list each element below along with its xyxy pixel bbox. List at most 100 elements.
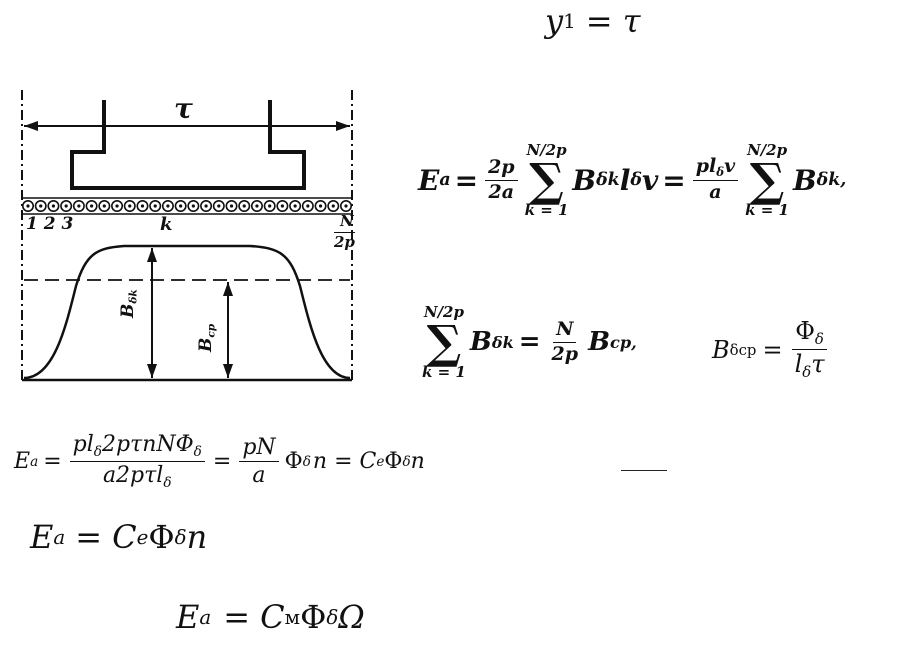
conductor-dot — [318, 204, 323, 208]
n-symbol: n — [410, 449, 425, 475]
b-symbol: B — [712, 335, 730, 364]
phi-subscript: δ — [326, 605, 339, 629]
b-term-2: B — [792, 163, 817, 197]
n-symbol: n — [186, 518, 208, 556]
winding-diagram-svg — [21, 90, 353, 384]
conductor-circle — [263, 200, 276, 213]
conductor-circle — [187, 200, 200, 213]
b-term-2-subscript: δk, — [816, 170, 847, 190]
conductor-circle — [276, 200, 289, 213]
conductor-dot — [140, 204, 145, 208]
phi-symbol: Φ — [284, 449, 303, 475]
conductor-circle — [238, 200, 251, 213]
equals-sign-2: = — [212, 449, 232, 475]
fraction-denominator: lδτ — [792, 350, 828, 381]
equals-sign: = — [762, 335, 783, 364]
b-cp-label: Bcp — [196, 324, 218, 352]
fraction-numerator: plδ2pτnNΦδ — [69, 432, 205, 463]
phi-subscript-2: δ — [402, 453, 411, 470]
conductor-dot — [331, 204, 335, 208]
den-part-a: a2pτl — [102, 463, 164, 489]
conductor-dot — [128, 204, 132, 208]
n-label: N — [340, 212, 354, 230]
conductor-dot — [268, 204, 272, 208]
conductor-dot — [280, 204, 284, 208]
emf-symbol: E — [176, 598, 200, 636]
sum-lower-limit: k = 1 — [745, 201, 789, 219]
formula-y1-equals-tau: y 1 = τ — [545, 2, 640, 40]
conductor-circle — [47, 200, 60, 213]
omega-symbol: Ω — [338, 598, 365, 636]
conductor-dot — [39, 204, 43, 208]
sum-lower-limit: k = 1 — [422, 363, 466, 381]
n-equals-c: n = C — [312, 449, 377, 475]
conductor-numbers-label: 1 2 3 — [26, 214, 74, 234]
b-term-subscript: δk — [491, 332, 514, 352]
emf-subscript: a — [199, 605, 212, 629]
fraction-numerator: pN — [239, 435, 279, 463]
conductor-circle — [136, 200, 149, 213]
equals-sign: = — [454, 163, 479, 197]
fraction-phi-l-tau: Φδ lδτ — [792, 317, 828, 382]
v-term: v — [641, 163, 659, 197]
b-term: B — [469, 327, 492, 357]
conductor-dot — [306, 204, 310, 208]
conductor-dot — [217, 204, 221, 208]
winding-flux-figure: τ 1 2 3 k N 2p Bδk Bcp — [14, 86, 364, 396]
fraction-numerator: plδv — [692, 154, 739, 182]
conductor-dot — [90, 204, 94, 208]
two-p-label: 2p — [334, 232, 355, 251]
l-subscript: δ — [802, 363, 812, 382]
b-delta-k-subscript: δk — [127, 289, 140, 304]
conductor-dot — [242, 204, 246, 208]
sum-upper-limit: N/2p — [746, 141, 788, 159]
conductor-dot — [179, 204, 183, 208]
b-average: B — [588, 327, 611, 357]
conductor-circle — [212, 200, 225, 213]
conductor-dot — [51, 204, 56, 208]
fraction-2p-2a: 2p 2a — [485, 156, 518, 204]
conductor-dot — [77, 204, 81, 208]
num-part-b: 2pτnNΦ — [101, 432, 194, 457]
fraction-denominator: a2pτlδ — [100, 462, 175, 491]
conductor-dot — [293, 204, 297, 208]
fraction-pl-v-a: plδv a — [692, 154, 739, 205]
numerator-v: v — [724, 154, 736, 177]
num-sub-1: δ — [93, 443, 102, 460]
tau-symbol: τ — [811, 350, 825, 379]
num-part-a: pl — [72, 432, 94, 457]
num-sub-2: δ — [193, 443, 202, 460]
fraction-denominator: a — [709, 181, 722, 204]
k-label: k — [160, 214, 173, 235]
conductor-dot — [191, 204, 195, 208]
equals-sign: = — [518, 327, 541, 357]
sum-upper-limit: N/2p — [423, 303, 464, 321]
phi-subscript: δ — [174, 525, 187, 549]
phi-symbol: Φ — [300, 598, 327, 636]
fraction-denominator: a — [252, 463, 266, 489]
conductor-circle — [339, 200, 352, 213]
conductor-circle — [289, 200, 302, 213]
equals-tau: = τ — [585, 2, 641, 40]
l-term: l — [619, 163, 631, 197]
fraction-denominator: 2p — [551, 342, 579, 365]
conductor-circle — [22, 200, 34, 213]
fraction-numerator: 2p — [485, 156, 518, 181]
conductor-dot — [204, 204, 208, 208]
sum-upper-limit: N/2p — [526, 141, 567, 159]
conductor-circle — [123, 200, 136, 213]
emf-symbol: E — [14, 449, 31, 475]
fraction-long: plδ2pτnNΦδ a2pτlδ — [69, 432, 205, 492]
conductor-circle — [200, 200, 213, 213]
l-term-subscript: δ — [630, 170, 642, 190]
emf-subscript: a — [53, 525, 66, 549]
b-term-subscript: δk — [596, 170, 620, 190]
phi-symbol-2: Φ — [384, 449, 403, 475]
equals-sign-2: = — [662, 163, 686, 197]
phi-symbol: Φ — [795, 317, 815, 345]
summation-symbol-2: N/2p ∑ k = 1 — [745, 141, 789, 219]
